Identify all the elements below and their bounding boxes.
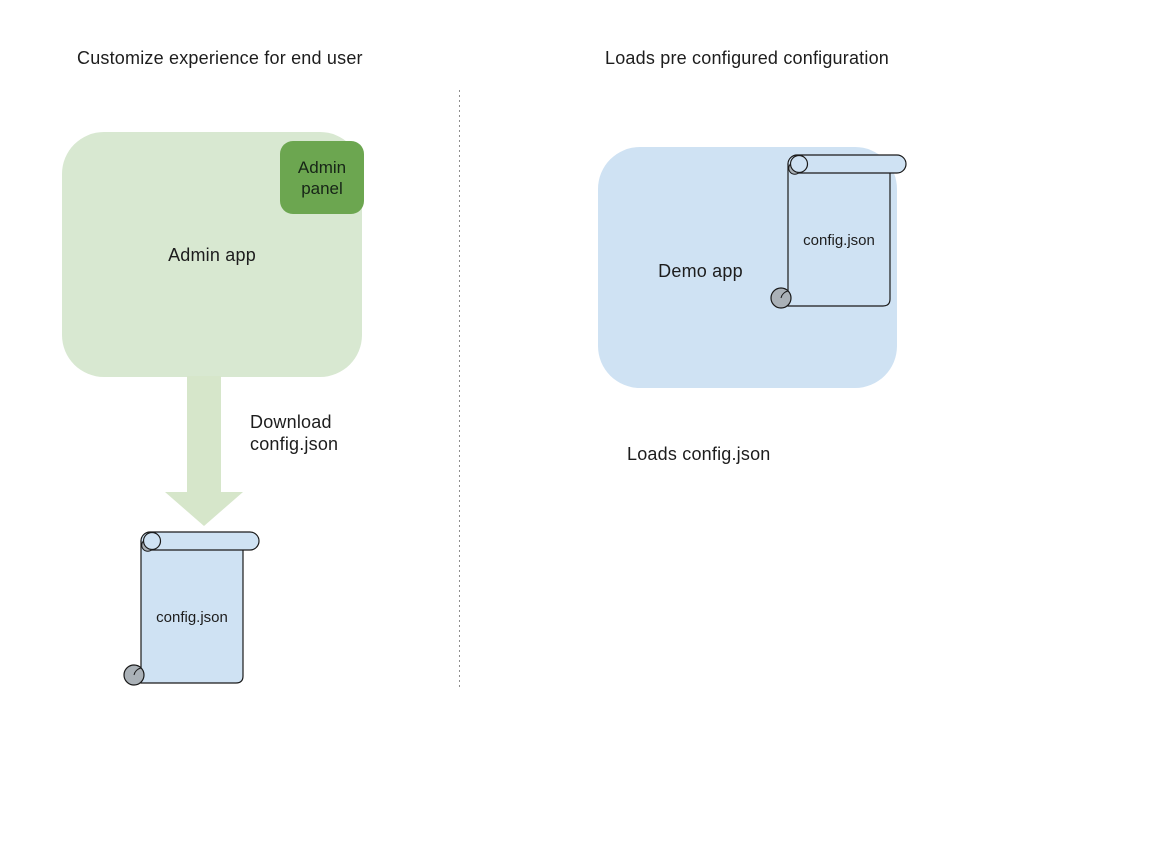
config-file-label: config.json <box>803 232 875 249</box>
download-arrow-shape <box>165 376 243 526</box>
scroll-body <box>140 540 244 684</box>
config-file-scroll-right: config.json <box>770 154 907 309</box>
scroll-bottom-curl-line <box>780 290 789 299</box>
scroll-top-roll <box>787 154 907 174</box>
download-caption-line1: Download <box>250 412 332 432</box>
admin-app-box: Admin panel Admin app <box>62 132 364 377</box>
loads-config-caption: Loads config.json <box>627 444 771 464</box>
right-section-title: Loads pre configured configuration <box>605 48 889 68</box>
admin-panel-label: Admin panel <box>297 157 347 198</box>
demo-app-label: Demo app <box>658 261 743 281</box>
download-caption: Download config.json <box>250 411 338 455</box>
scroll-body <box>787 163 891 307</box>
scroll-top-roll <box>140 531 260 551</box>
download-caption-line2: config.json <box>250 434 339 454</box>
config-file-label: config.json <box>156 609 228 626</box>
config-file-scroll-left: config.json <box>123 531 260 686</box>
scroll-top-curl-shade <box>788 162 801 175</box>
admin-app-label: Admin app <box>168 245 256 265</box>
scroll-top-curl-shade <box>141 539 154 552</box>
left-section-title: Customize experience for end user <box>77 48 363 68</box>
download-arrow-icon <box>165 376 243 526</box>
admin-panel-box: Admin panel <box>280 141 364 214</box>
section-divider <box>459 90 460 687</box>
scroll-bottom-curl-line <box>133 667 142 676</box>
